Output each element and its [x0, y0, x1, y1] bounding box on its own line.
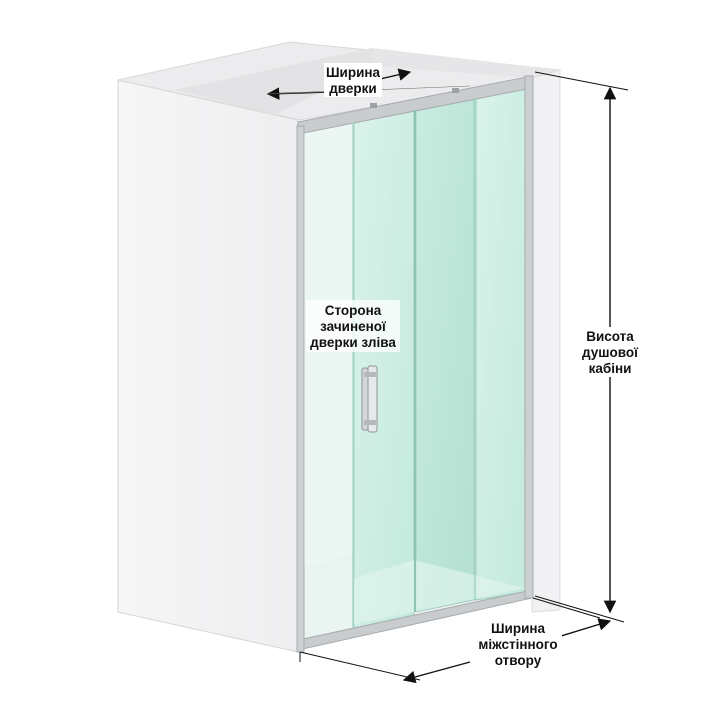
- fixed-glass-panel-left: [305, 122, 352, 640]
- fixed-glass-panel-middle: [415, 97, 475, 613]
- back-wall-recess: [372, 48, 560, 78]
- label-opening-width-line2: міжстінного: [478, 637, 557, 652]
- label-closed-side-line2: зачиненої: [320, 319, 387, 334]
- label-height: Висота душової кабіни: [580, 327, 640, 377]
- label-closed-side: Сторона зачиненої дверки зліва: [306, 300, 400, 352]
- label-door-width-line1: Ширина: [326, 65, 381, 80]
- label-opening-width: Ширина міжстінного отвору: [474, 618, 562, 670]
- label-closed-side-line3: дверки зліва: [310, 335, 396, 350]
- back-wall-inner: [175, 48, 372, 115]
- right-wall-edge: [531, 69, 561, 613]
- opening-extension-right: [532, 597, 601, 619]
- label-opening-width-line3: отвору: [495, 653, 542, 668]
- frame-right-post: [524, 75, 534, 599]
- label-door-width-line2: дверки: [329, 81, 377, 96]
- label-opening-width-line1: Ширина: [491, 621, 546, 636]
- height-extension-bottom: [534, 595, 625, 623]
- door-handle-icon: [361, 365, 378, 433]
- label-height-line3: кабіни: [589, 361, 632, 376]
- glass-floor-reflection: [354, 560, 525, 624]
- frame-left-post: [296, 125, 305, 653]
- left-wall-front: [117, 79, 299, 653]
- label-door-width: Ширина дверки: [324, 63, 382, 97]
- label-height-line1: Висота: [586, 329, 634, 344]
- roller-1: [370, 103, 377, 108]
- roller-2: [452, 88, 459, 93]
- opening-width-guide: [299, 651, 421, 681]
- label-closed-side-line1: Сторона: [325, 303, 382, 318]
- opening-width-arrow-left: [402, 661, 471, 684]
- fixed-glass-panel-right: [475, 87, 526, 601]
- label-height-line2: душової: [582, 345, 639, 360]
